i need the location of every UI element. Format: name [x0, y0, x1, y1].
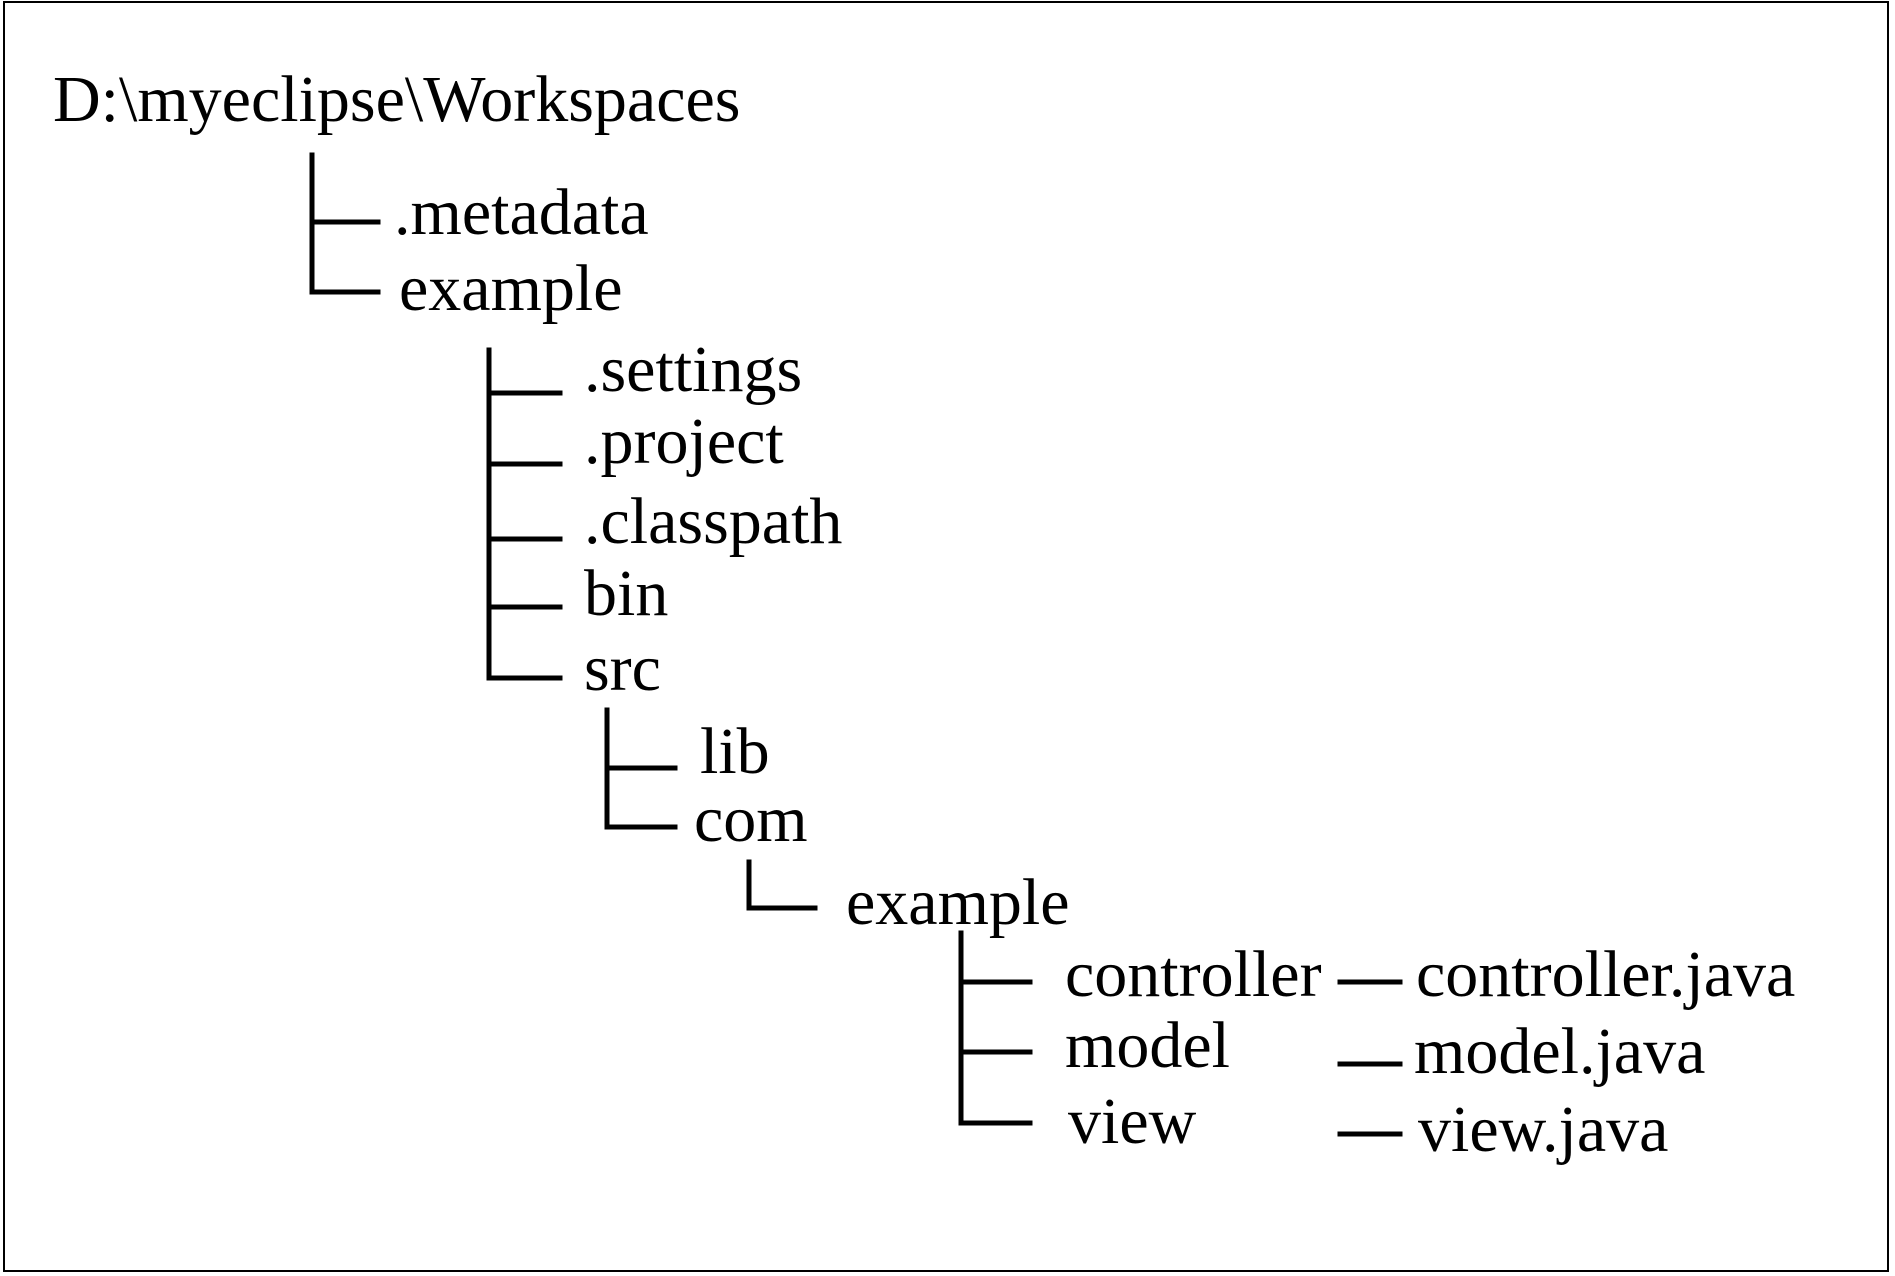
- node-view-file: view.java: [1418, 1093, 1669, 1166]
- node-root: D:\myeclipse\Workspaces: [53, 63, 741, 136]
- node-controller-file: controller.java: [1416, 938, 1796, 1011]
- node-example-project: example: [399, 252, 623, 325]
- node-lib: lib: [700, 715, 770, 788]
- node-bin: bin: [584, 557, 669, 630]
- node-view: view: [1068, 1085, 1197, 1158]
- node-project-file: .project: [584, 405, 784, 478]
- node-metadata: .metadata: [394, 176, 649, 249]
- node-controller: controller: [1065, 938, 1322, 1011]
- node-src: src: [584, 632, 661, 705]
- node-settings: .settings: [584, 333, 803, 406]
- diagram-frame: [3, 1, 1889, 1272]
- node-model-file: model.java: [1414, 1015, 1706, 1088]
- node-com: com: [694, 783, 808, 856]
- node-example-package: example: [846, 866, 1070, 939]
- node-classpath: .classpath: [584, 485, 843, 558]
- node-model: model: [1065, 1009, 1230, 1082]
